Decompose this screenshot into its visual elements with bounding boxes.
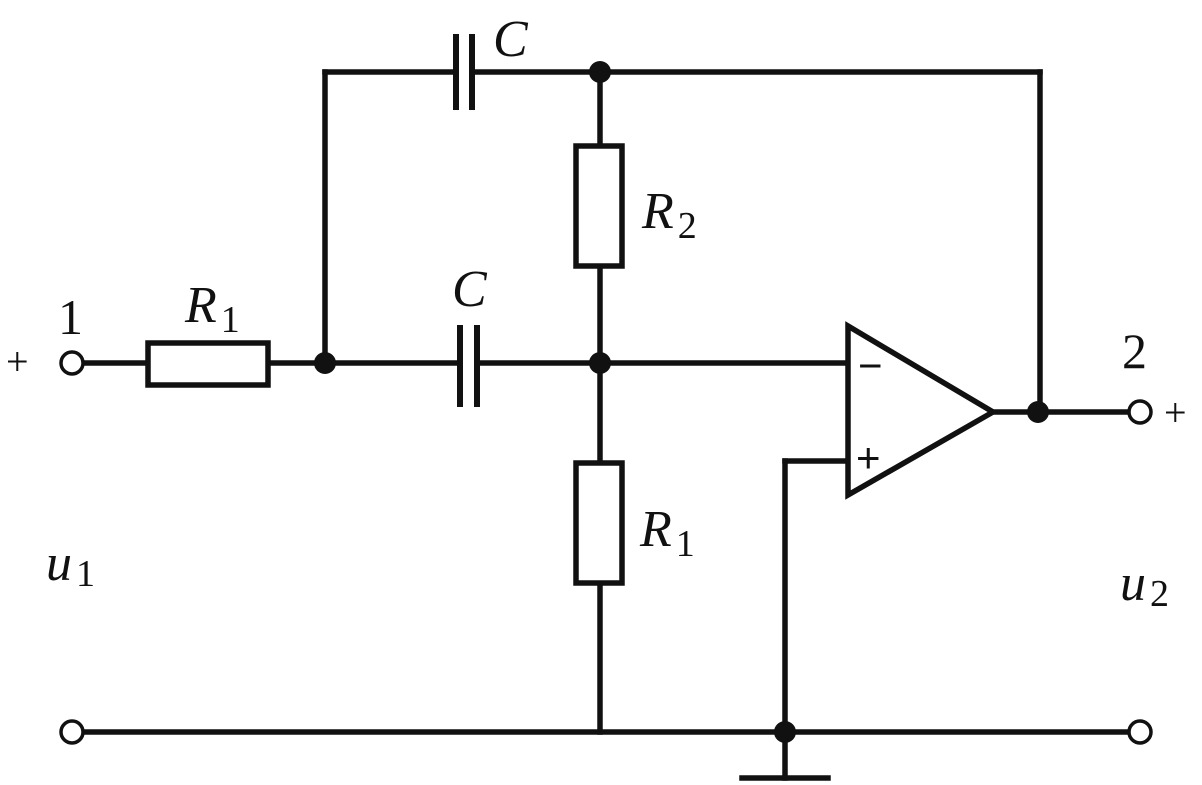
opamp-inverting-sign: − <box>858 342 883 389</box>
input-ground-terminal <box>59 719 85 745</box>
opamp-noninverting-sign: + <box>856 434 881 481</box>
label-output-plus: + <box>1164 390 1187 435</box>
label-top-capacitor: C <box>493 11 529 68</box>
feedback-resistor-r2 <box>573 143 625 269</box>
junction-dot-top <box>589 61 611 83</box>
label-input-plus: + <box>6 339 29 384</box>
input-terminal <box>59 350 85 376</box>
label-input-node-number: 1 <box>58 289 83 345</box>
opamp-triangle <box>845 321 999 500</box>
junction-dot-node-b <box>589 352 611 374</box>
top-capacitor <box>453 34 475 110</box>
label-mid-capacitor: C <box>452 261 488 318</box>
wires <box>81 69 1131 781</box>
junction-dot-ground <box>774 721 796 743</box>
mid-capacitor <box>457 325 480 407</box>
junction-dot-node-a <box>314 352 336 374</box>
label-output-node-number: 2 <box>1122 323 1147 379</box>
output-terminal <box>1127 399 1153 425</box>
output-ground-terminal <box>1127 719 1153 745</box>
junction-dot-output <box>1027 401 1049 423</box>
input-resistor-r1 <box>145 340 271 388</box>
ground-resistor-r1 <box>573 460 625 586</box>
